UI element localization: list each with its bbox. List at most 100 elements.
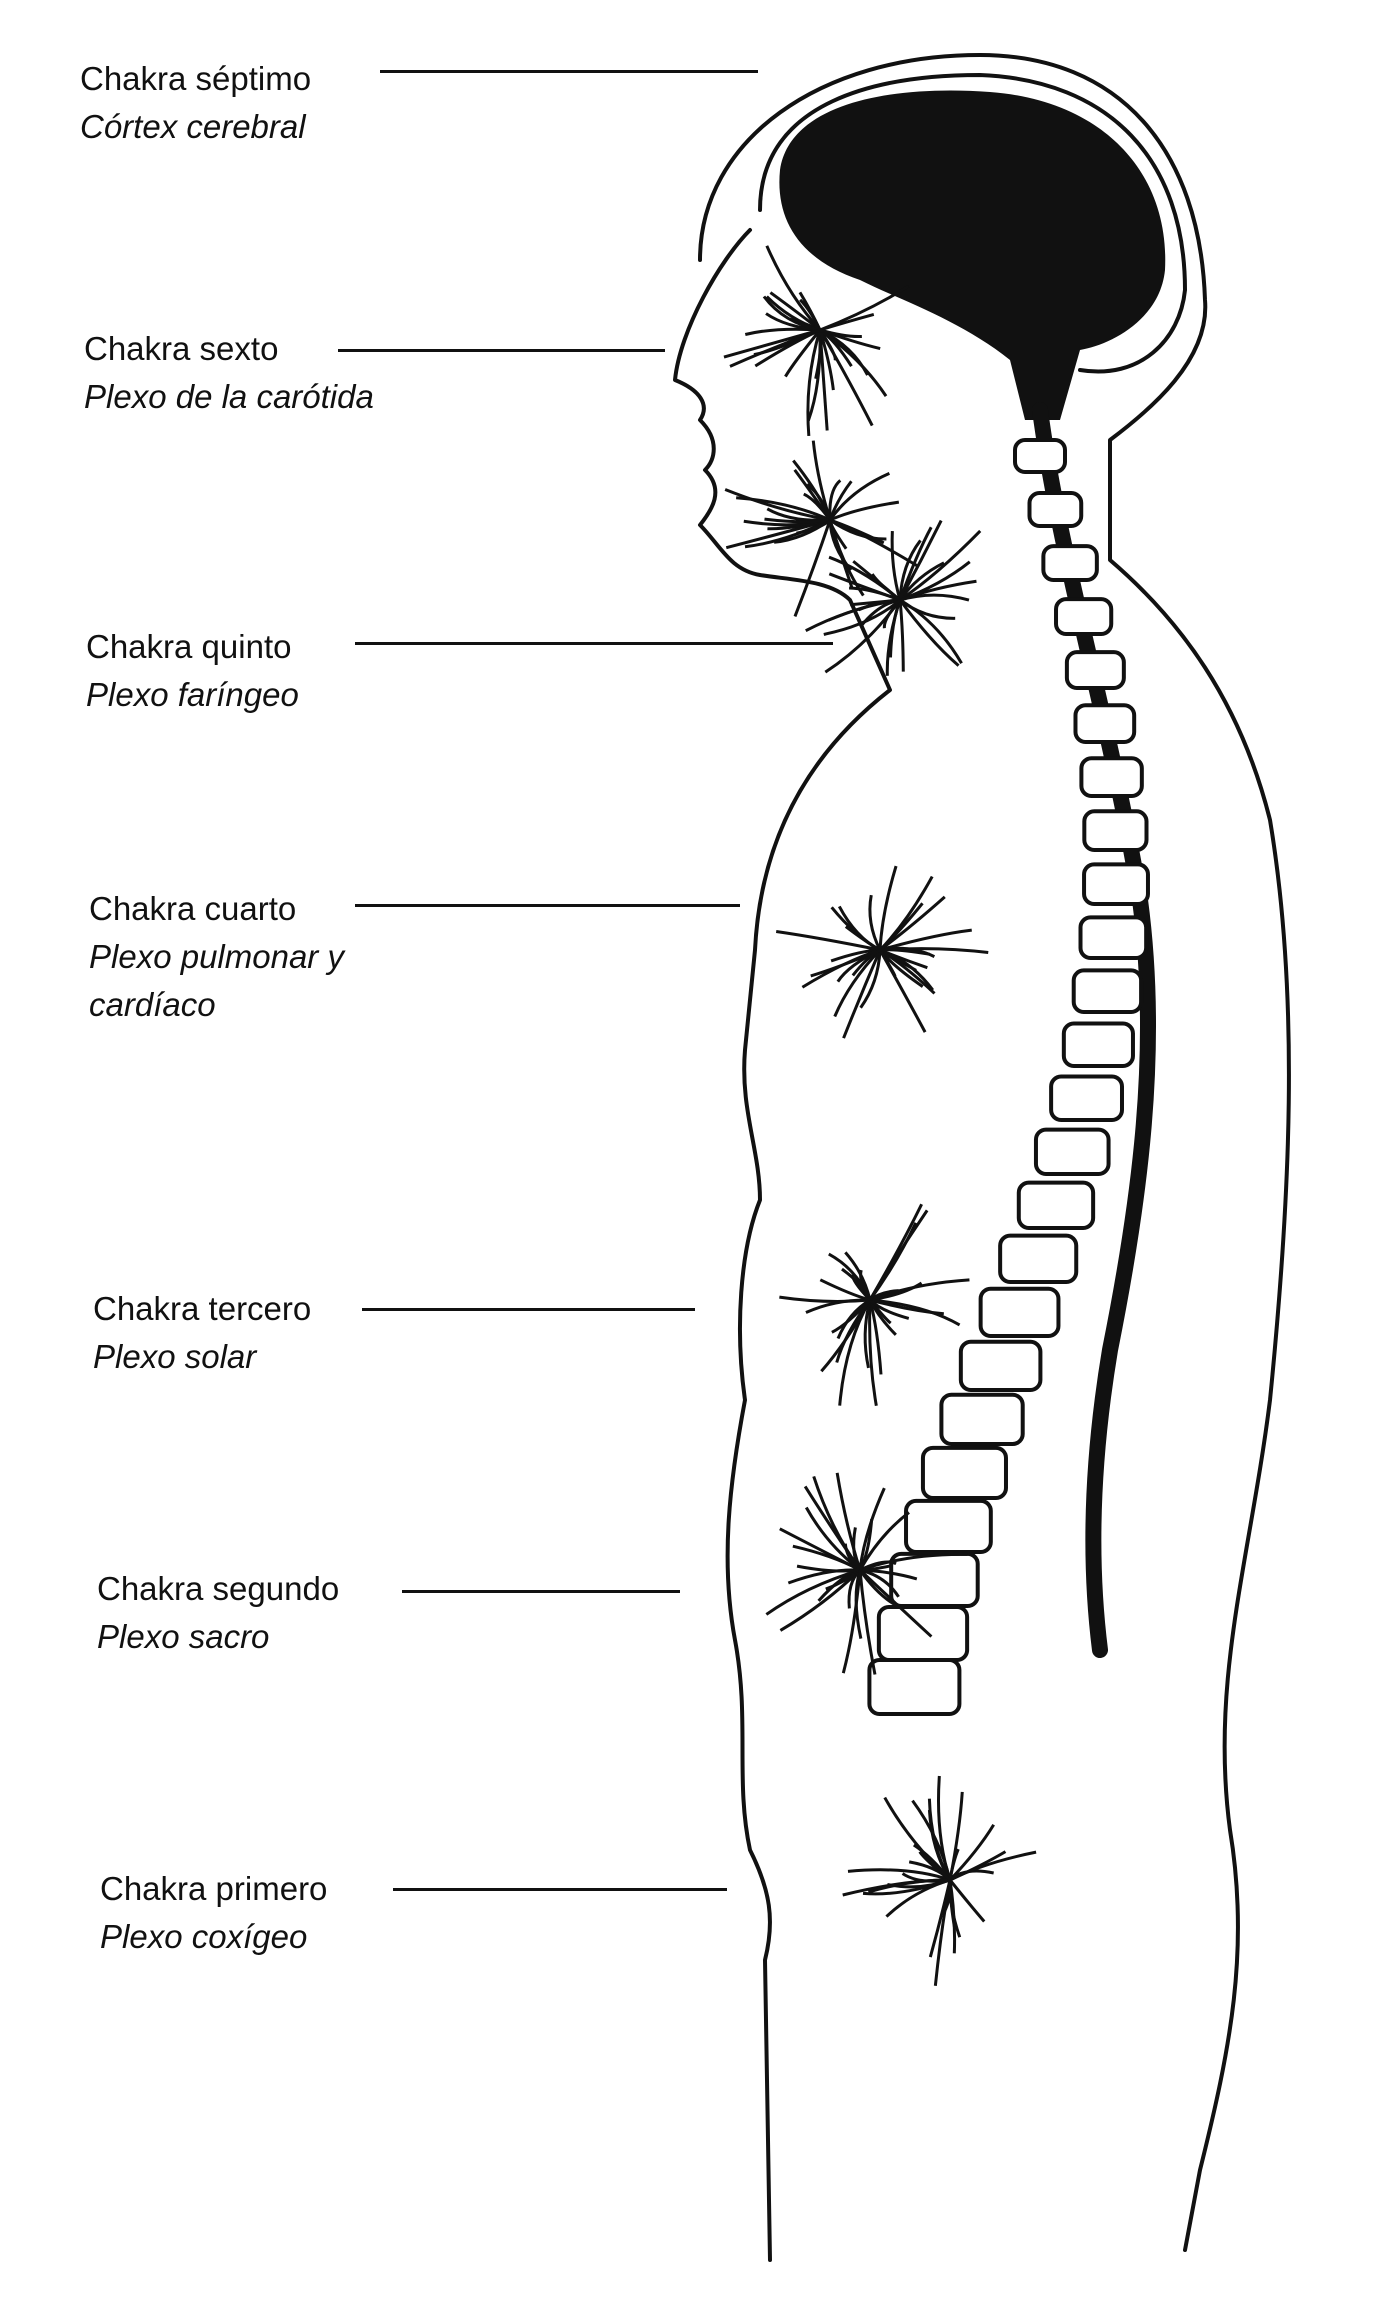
chakra-name: Chakra séptimo	[80, 60, 312, 97]
nerve-branch	[948, 1879, 986, 1923]
nerve-branch	[835, 1299, 872, 1363]
nerve-branch	[724, 488, 831, 522]
nerve-branch	[883, 1796, 952, 1882]
nerve-branch	[818, 329, 835, 391]
vertebra	[1013, 438, 1067, 474]
chakra-location: Plexo coxígeo	[100, 1918, 308, 1955]
nerve-branch	[806, 329, 822, 437]
nerve-branch	[765, 1568, 861, 1616]
nerve-branch	[948, 1879, 962, 1938]
vertebra	[1041, 544, 1099, 583]
nerve-branch	[867, 1878, 951, 1894]
vertebra	[904, 1498, 993, 1554]
nerve-branch	[870, 573, 901, 602]
nerve-branch	[911, 1799, 952, 1881]
nerve-branch	[823, 598, 901, 636]
nerve-branch	[858, 1487, 886, 1571]
vertebra	[1054, 597, 1114, 636]
vertebra	[978, 1286, 1061, 1339]
nerve-branch	[851, 948, 881, 977]
nerve-branch	[812, 1476, 862, 1571]
leader-line-5	[355, 642, 833, 645]
leader-line-6	[338, 349, 665, 352]
vertebra	[1049, 1074, 1124, 1122]
nerve-branch	[885, 599, 902, 676]
nerve-branch	[868, 1209, 929, 1301]
nerve-branch	[949, 1850, 1037, 1882]
nerve-branch	[899, 593, 970, 602]
nerve-branch	[805, 1298, 871, 1314]
chakra-label-3: Chakra tercero Plexo solar	[93, 1285, 311, 1381]
nerve-branch	[859, 1568, 918, 1581]
nerve-branch	[878, 902, 924, 952]
chakra-location: Plexo sacro	[97, 1618, 270, 1655]
nerve-branch	[784, 329, 822, 378]
nerve-branch	[828, 572, 901, 602]
chakra-name: Chakra primero	[100, 1870, 328, 1907]
nerve-branch	[878, 949, 927, 1033]
nerve-branch	[723, 328, 821, 359]
vertebra	[939, 1392, 1025, 1446]
chakra-location-line-2: cardíaco	[89, 986, 216, 1023]
vertebra	[1064, 650, 1126, 690]
nerve-branch	[806, 483, 832, 521]
nerve-branch	[801, 948, 881, 989]
chakra-name: Chakra segundo	[97, 1570, 340, 1607]
vertebra	[876, 1604, 970, 1663]
nerve-branch	[765, 245, 822, 332]
leader-line-1	[393, 1888, 727, 1891]
chakra-name: Chakra tercero	[93, 1290, 312, 1327]
nerve-branch	[879, 948, 936, 995]
nerve-branch	[899, 598, 956, 620]
nerve-branch	[933, 1879, 952, 1986]
nerve-branch	[899, 529, 982, 602]
nerve-branch	[890, 530, 902, 601]
nerve-branch	[898, 599, 960, 667]
nerve-branch	[847, 1868, 951, 1882]
nerve-branch	[830, 906, 881, 952]
chakra-name: Chakra quinto	[86, 628, 292, 665]
nerve-branch	[819, 284, 910, 332]
chakra-location: Plexo faríngeo	[86, 676, 299, 713]
vertebra	[998, 1233, 1079, 1285]
chakra-name: Chakra sexto	[84, 330, 279, 367]
chakra-name: Chakra cuarto	[89, 890, 297, 927]
vertebra	[1078, 915, 1149, 960]
nerve-branch	[863, 1299, 872, 1369]
nerve-branch	[859, 949, 882, 1009]
body-outline	[698, 53, 1291, 2252]
front-outline	[673, 228, 892, 2262]
nerve-branch	[841, 1267, 872, 1301]
chakra-label-4: Chakra cuarto Plexo pulmonar y cardíaco	[89, 885, 344, 1029]
chakra-label-7: Chakra séptimo Córtex cerebral	[80, 55, 311, 151]
nerve-branch	[879, 947, 989, 955]
nerve-branch	[819, 328, 862, 339]
nerve-branch	[868, 894, 882, 951]
nerve-branch	[879, 948, 935, 991]
vertebra	[1027, 491, 1084, 529]
chakra-location: Plexo pulmonar y	[89, 938, 344, 975]
nerve-branch	[828, 472, 890, 521]
vertebra	[1073, 703, 1137, 745]
chakra-label-1: Chakra primero Plexo coxígeo	[100, 1865, 327, 1961]
nerve-branch	[796, 1564, 861, 1573]
nerve-branch	[899, 598, 963, 665]
nerve-branch	[858, 1569, 901, 1609]
nerve-branch	[792, 1544, 861, 1572]
chakra-label-2: Chakra segundo Plexo sacro	[97, 1565, 339, 1661]
chakra-location: Plexo de la carótida	[84, 378, 374, 415]
nerve-branch	[819, 328, 888, 397]
leader-line-4	[355, 904, 740, 907]
nerve-branch	[829, 518, 887, 541]
nerve-branch	[762, 295, 821, 332]
nerve-branch	[885, 1878, 951, 1918]
leader-line-7	[380, 70, 758, 73]
vertebra	[1016, 1180, 1096, 1230]
vertebra	[1082, 862, 1150, 907]
vertebra	[958, 1339, 1043, 1393]
nerve-branch	[868, 1299, 878, 1406]
brain-shape	[779, 90, 1166, 420]
vertebra	[920, 1445, 1008, 1500]
nerve-branch	[829, 500, 900, 522]
nerve-branch	[869, 1298, 961, 1327]
